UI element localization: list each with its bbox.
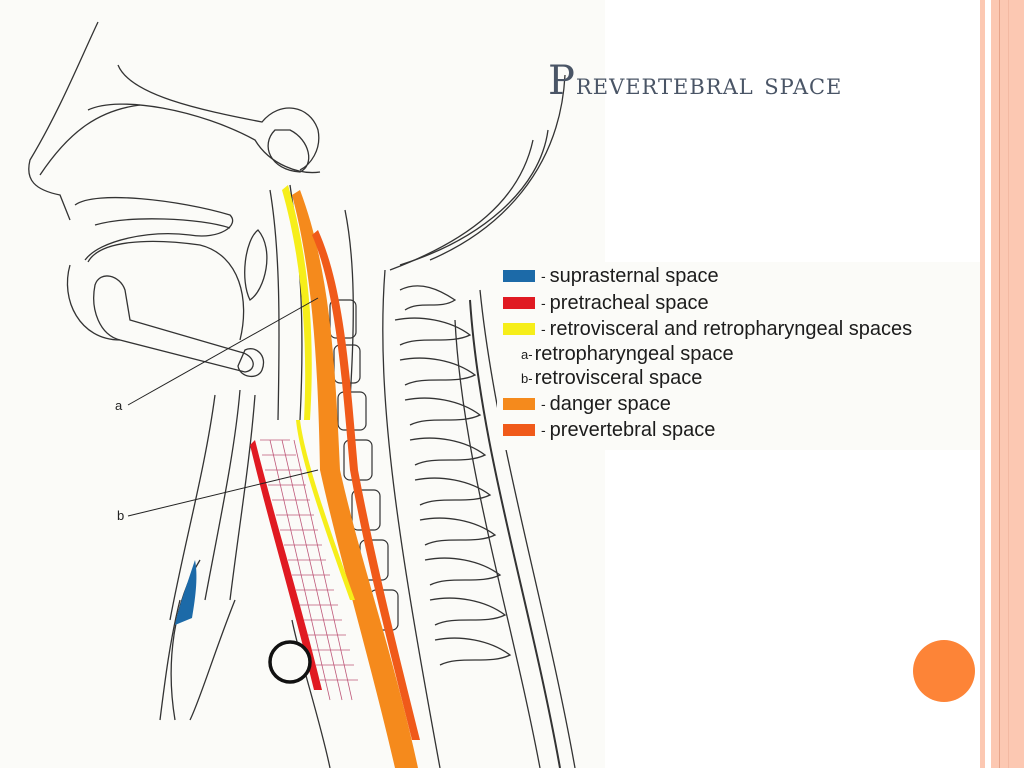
- stripe-line: [999, 0, 1000, 768]
- legend-prefix: -: [541, 422, 546, 438]
- legend-prefix: b-: [521, 370, 533, 386]
- legend-label: retrovisceral and retropharyngeal spaces: [549, 317, 913, 340]
- legend-item-danger: - danger space: [503, 392, 671, 416]
- legend-prefix: -: [541, 268, 546, 284]
- swatch-orange: [503, 398, 535, 410]
- legend-label: retrovisceral space: [534, 366, 703, 389]
- title-initial: P: [548, 58, 576, 104]
- legend-prefix: -: [541, 396, 546, 412]
- decorative-side-stripes: [972, 0, 1024, 768]
- legend-item-prevertebral: - prevertebral space: [503, 418, 715, 442]
- swatch-red: [503, 297, 535, 309]
- label-a: a: [115, 398, 123, 413]
- legend-label: retropharyngeal space: [534, 342, 734, 365]
- stripe-wide: [991, 0, 1024, 768]
- legend-item-retrovisceral: b- retrovisceral space: [503, 366, 702, 390]
- orange-circle-bullet: [913, 640, 975, 702]
- legend: - suprasternal space - pretracheal space…: [497, 262, 983, 450]
- slide-title: Prevertebral space: [548, 58, 842, 104]
- stripe-thin: [980, 0, 985, 768]
- label-b: b: [117, 508, 125, 523]
- swatch-yellow: [503, 323, 535, 335]
- legend-label: danger space: [549, 392, 671, 415]
- legend-label: pretracheal space: [549, 291, 709, 314]
- title-rest: revertebral space: [575, 67, 843, 102]
- legend-item-pretracheal: - pretracheal space: [503, 291, 709, 315]
- swatch-red-orange: [503, 424, 535, 436]
- legend-prefix: a-: [521, 346, 533, 362]
- legend-item-retropharyngeal: a- retropharyngeal space: [503, 342, 734, 366]
- legend-item-suprasternal: - suprasternal space: [503, 264, 719, 288]
- swatch-blue: [503, 270, 535, 282]
- legend-label: prevertebral space: [549, 418, 716, 441]
- legend-prefix: -: [541, 321, 546, 337]
- legend-prefix: -: [541, 295, 546, 311]
- stripe-line-2: [1008, 0, 1009, 768]
- neck-sagittal-section-drawing: [28, 21, 576, 768]
- legend-label: suprasternal space: [549, 264, 719, 287]
- legend-item-retrovisceral-retropharyngeal: - retrovisceral and retropharyngeal spac…: [503, 317, 912, 341]
